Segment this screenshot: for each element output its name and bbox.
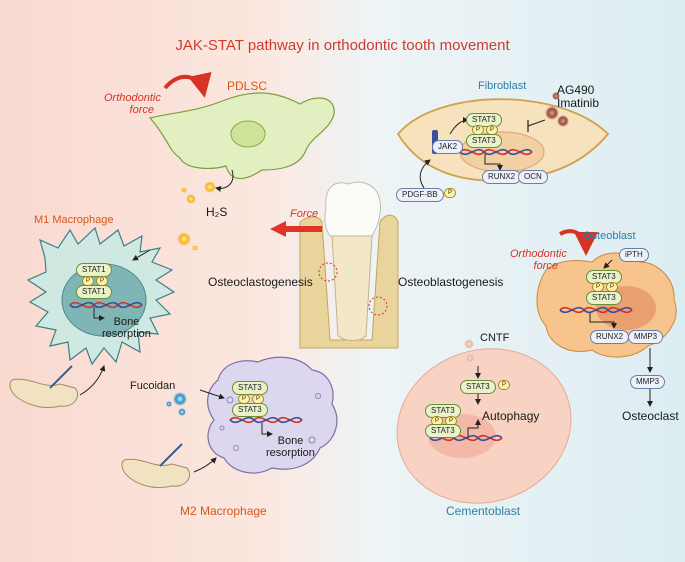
pdlsc-force-label: Orthodontic force bbox=[104, 92, 161, 117]
force-arrow bbox=[270, 221, 322, 237]
m1-dna bbox=[69, 301, 143, 309]
autophagy-label: Autophagy bbox=[482, 409, 540, 423]
m1-stat1-top: STAT1 bbox=[76, 263, 112, 277]
pdlsc-nucleus bbox=[230, 120, 266, 148]
m2-syringe bbox=[159, 443, 183, 467]
h2s-molecule bbox=[181, 187, 187, 193]
h2s-molecule bbox=[204, 181, 216, 193]
secreted-mmp3-label: MMP3 bbox=[630, 375, 666, 389]
m1-outcome-label: Bone resorption bbox=[102, 316, 151, 341]
osteoblast-stat3-top: STAT3 bbox=[586, 270, 622, 284]
cementoblast-stat3-bottom: STAT3 bbox=[425, 424, 461, 438]
osteoblast-dna bbox=[559, 306, 633, 314]
m1-macrophage-label: M1 Macrophage bbox=[34, 214, 114, 226]
osteoblast-mmp3-label: MMP3 bbox=[628, 330, 664, 344]
cementoblast-label: Cementoblast bbox=[446, 504, 521, 518]
cementoblast-receptor-phospho: P bbox=[498, 380, 511, 390]
ipth-arrow bbox=[603, 259, 613, 269]
m2-injection-arrow bbox=[193, 457, 217, 473]
m1-jaw bbox=[9, 378, 79, 409]
osteoblast-runx2-label: RUNX2 bbox=[590, 330, 630, 344]
fucoidan-arrow bbox=[199, 389, 225, 400]
pdlsc-h2s-arrow bbox=[215, 169, 234, 192]
cementoblast-stat3-receptor: STAT3 bbox=[460, 380, 496, 394]
ipth-label: iPTH bbox=[619, 248, 649, 262]
osteoclastogenesis-label: Osteoclastogenesis bbox=[208, 275, 313, 289]
osteoblast-stat3-bottom: STAT3 bbox=[586, 291, 622, 305]
m1-injection-arrow bbox=[79, 365, 106, 396]
tension-site bbox=[368, 296, 388, 316]
m2-dna bbox=[229, 416, 303, 424]
m2-transcription-arrow bbox=[261, 423, 273, 437]
pdgf-phospho: P bbox=[444, 188, 457, 198]
osteoclast-label: Osteoclast bbox=[622, 409, 679, 423]
cntf-molecule bbox=[464, 339, 474, 349]
tooth-root bbox=[331, 235, 373, 341]
inhibitors-label: AG490 Imatinib bbox=[557, 83, 600, 111]
runx2-label: RUNX2 bbox=[482, 170, 522, 184]
ocn-label: OCN bbox=[518, 170, 548, 184]
m1-signal-arrow bbox=[132, 249, 151, 261]
fucoidan-molecule bbox=[166, 401, 172, 407]
h2s-molecule bbox=[186, 194, 196, 204]
m1-syringe bbox=[49, 365, 73, 389]
cntf-label: CNTF bbox=[480, 332, 510, 344]
m2-vesicle bbox=[226, 396, 234, 404]
pdlsc-force-arrow bbox=[163, 71, 212, 98]
m2-vesicle bbox=[315, 393, 321, 399]
m2-stat3-bottom: STAT3 bbox=[232, 403, 268, 417]
h2s-molecule bbox=[192, 245, 198, 251]
pdgf-arrow bbox=[419, 159, 431, 189]
fibroblast-transcription-arrow bbox=[484, 154, 503, 171]
h2s-molecule bbox=[177, 232, 191, 246]
cementoblast-stat3-top: STAT3 bbox=[425, 404, 461, 418]
h2s-label: H₂S bbox=[206, 205, 228, 219]
m1-stat1-bottom: STAT1 bbox=[76, 285, 112, 299]
diagram-title: JAK-STAT pathway in orthodontic tooth mo… bbox=[175, 37, 510, 54]
fibroblast-dna bbox=[459, 148, 533, 156]
m1-transcription-arrow bbox=[93, 307, 105, 321]
imatinib-molecule bbox=[557, 115, 569, 127]
ag490-molecule bbox=[545, 106, 559, 120]
fucoidan-molecule bbox=[173, 392, 187, 406]
m2-vesicle bbox=[233, 445, 239, 451]
fibroblast-stat3-bottom: STAT3 bbox=[466, 134, 502, 148]
osteoblastogenesis-label: Osteoblastogenesis bbox=[398, 275, 504, 289]
m2-jaw bbox=[121, 458, 191, 489]
tooth-crown bbox=[324, 181, 381, 237]
fucoidan-molecule bbox=[178, 408, 186, 416]
m2-macrophage-label: M2 Macrophage bbox=[180, 504, 267, 518]
jak2-label: JAK2 bbox=[432, 140, 464, 154]
cementoblast-dna bbox=[429, 434, 503, 442]
osteoblast-label: Osteoblast bbox=[583, 230, 636, 242]
m2-vesicle bbox=[308, 436, 316, 444]
inhibitor-molecule bbox=[552, 92, 560, 100]
osteoblast-transcription-arrow bbox=[589, 313, 617, 329]
fucoidan-label: Fucoidan bbox=[130, 380, 176, 392]
osteoblast-force-label: Orthodontic force bbox=[510, 248, 567, 273]
cementoblast-transcription-arrow bbox=[467, 419, 481, 438]
fibroblast-label: Fibroblast bbox=[478, 80, 527, 92]
pdlsc-label: PDLSC bbox=[227, 79, 268, 93]
force-label: Force bbox=[290, 208, 319, 220]
m2-stat3-top: STAT3 bbox=[232, 381, 268, 395]
fibroblast-stat3-top: STAT3 bbox=[466, 113, 502, 127]
compression-site bbox=[318, 262, 338, 282]
cntf-molecule bbox=[466, 354, 474, 362]
m2-outcome-label: Bone resorption bbox=[266, 435, 315, 460]
osteoblast-force-arrow bbox=[559, 229, 598, 256]
pdgf-bb-label: PDGF-BB bbox=[396, 188, 444, 202]
alveolar-bone bbox=[299, 214, 399, 349]
m2-vesicle bbox=[219, 425, 225, 431]
inhibitor-line bbox=[527, 119, 546, 127]
